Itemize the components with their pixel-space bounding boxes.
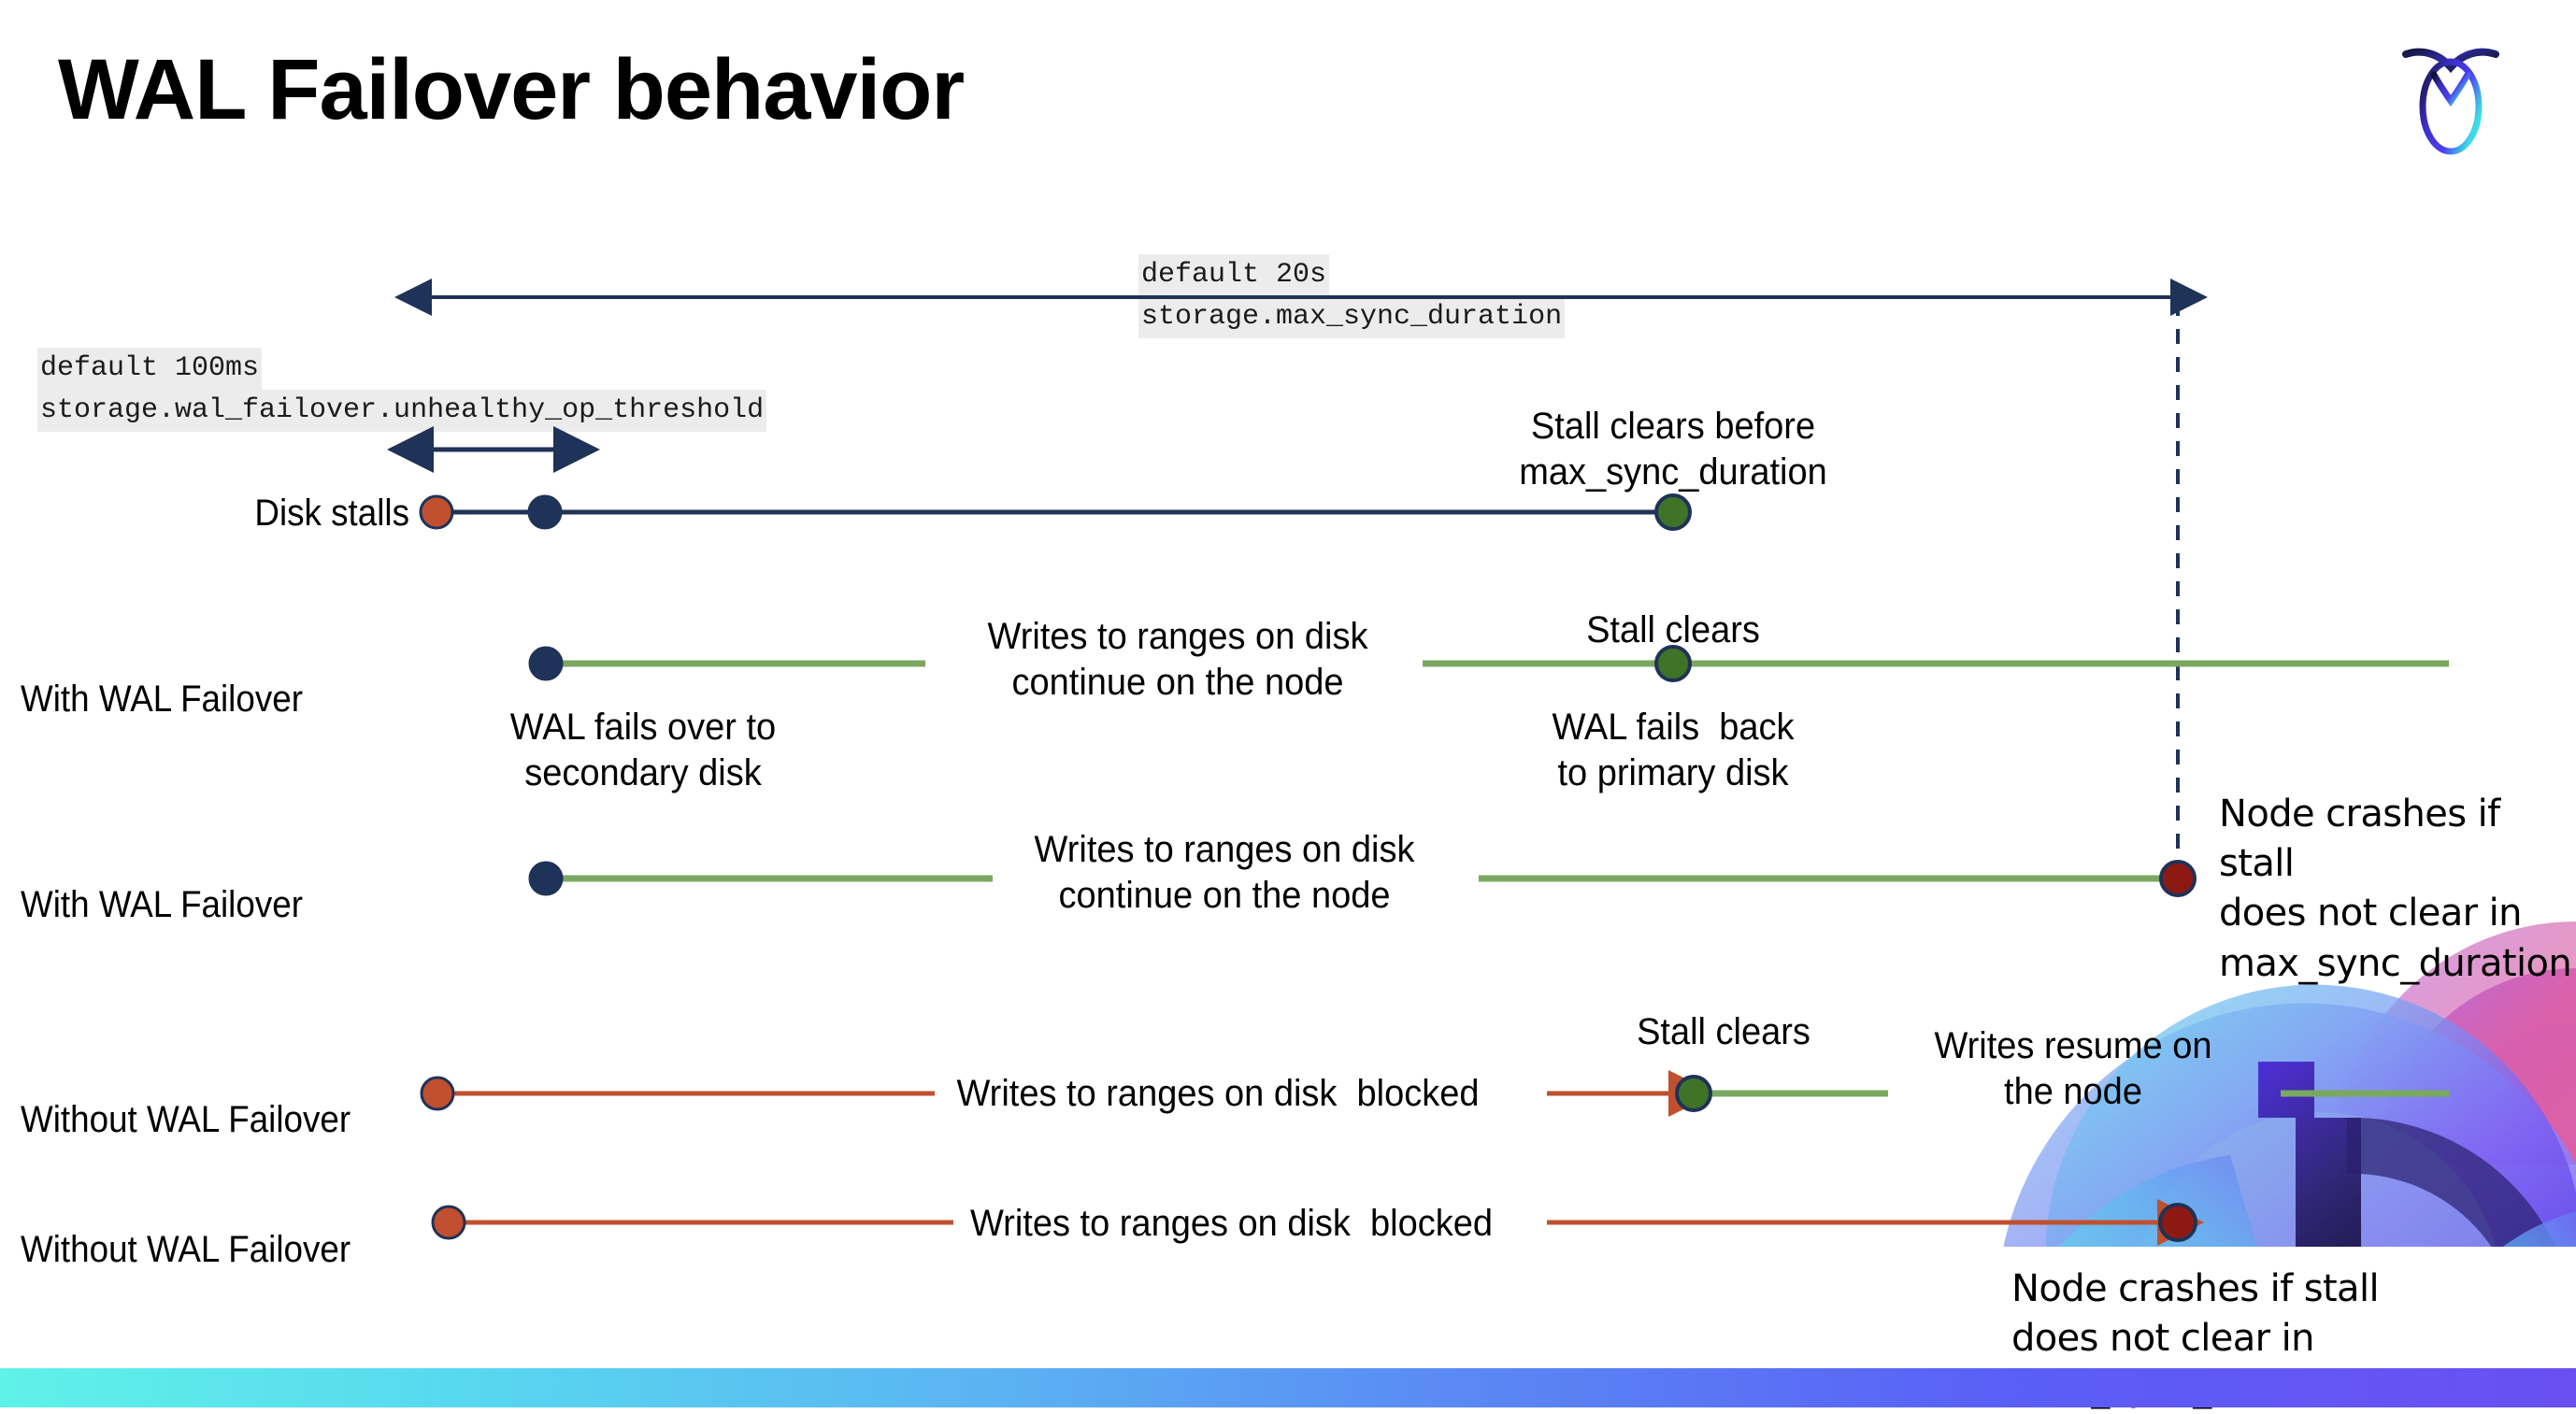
unhealthy-op-default-label: default 100ms bbox=[37, 348, 263, 390]
bottom-gradient-bar bbox=[0, 1368, 2576, 1407]
note-stall-clears-before-max-sync: Stall clears before max_sync_duration bbox=[1519, 406, 1827, 493]
row-label-disk-stalls: Disk stalls bbox=[254, 493, 409, 534]
row-label-without-wal-failover-clears: Without WAL Failover bbox=[21, 1099, 351, 1140]
max-sync-default-label: default 20s bbox=[1138, 254, 1330, 296]
max-sync-setting-name: storage.max_sync_duration bbox=[1138, 295, 1566, 338]
crash-note-backdrop bbox=[1980, 1247, 2576, 1383]
max-sync-duration-annotation: default 20s storage.max_sync_duration bbox=[1138, 254, 1566, 338]
row-label-without-wal-failover-crash: Without WAL Failover bbox=[21, 1229, 351, 1270]
note-node-crashes-row3: Node crashes if stall does not clear in … bbox=[2219, 793, 2572, 985]
unhealthy-op-threshold-annotation: default 100ms storage.wal_failover.unhea… bbox=[37, 348, 767, 432]
row-label-with-wal-failover-crash: With WAL Failover bbox=[21, 884, 303, 925]
note-writes-blocked-row4: Writes to ranges on disk blocked bbox=[956, 1073, 1480, 1114]
note-writes-blocked-row5: Writes to ranges on disk blocked bbox=[970, 1203, 1494, 1244]
note-writes-continue-row2: Writes to ranges on disk continue on the… bbox=[987, 616, 1368, 703]
unhealthy-op-setting-name: storage.wal_failover.unhealthy_op_thresh… bbox=[37, 389, 767, 432]
note-writes-continue-row3: Writes to ranges on disk continue on the… bbox=[1034, 829, 1415, 916]
row-label-with-wal-failover-clears: With WAL Failover bbox=[21, 678, 303, 720]
note-writes-resume: Writes resume on the node bbox=[1934, 1025, 2212, 1112]
note-stall-clears-row2: Stall clears bbox=[1586, 609, 1760, 650]
cockroachdb-logo-icon bbox=[2395, 30, 2507, 161]
page-title: WAL Failover behavior bbox=[58, 42, 965, 137]
note-stall-clears-row4: Stall clears bbox=[1637, 1011, 1810, 1052]
note-wal-fails-over: WAL fails over to secondary disk bbox=[509, 707, 777, 793]
note-wal-fails-back: WAL fails back to primary disk bbox=[1552, 707, 1795, 793]
